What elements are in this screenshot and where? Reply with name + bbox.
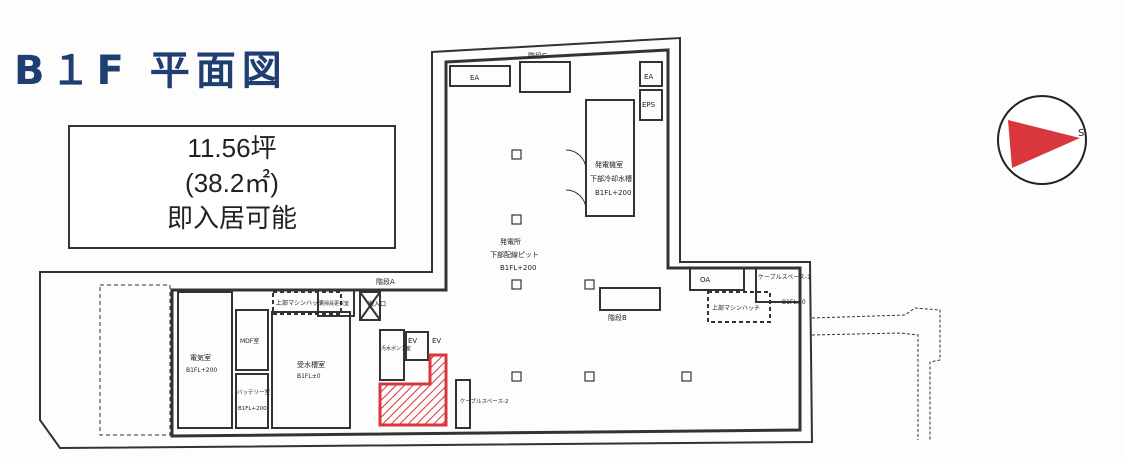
label-ea-2: EA — [644, 73, 653, 81]
leased-area-highlight — [378, 353, 448, 427]
label-pit: 発電所 — [500, 237, 521, 246]
label-ea-1: EA — [470, 74, 479, 82]
label-sewage: 汚水ポンプ室 — [381, 345, 411, 352]
label-oa: OA — [700, 276, 710, 284]
label-cable-1: ケーブルスペース-1 — [758, 273, 811, 281]
area-square-meters: (38.2㎡) — [185, 168, 279, 198]
label-water-fl: B1FL±0 — [297, 373, 321, 380]
label-cable-2: ケーブルスペース-2 — [460, 397, 509, 405]
hatch-right — [707, 291, 771, 323]
hatch-left — [272, 291, 342, 315]
cable-space-1 — [755, 267, 801, 303]
ea-room-2 — [639, 61, 663, 87]
eps-room — [639, 89, 663, 121]
label-gen-room: 発電機室 — [595, 160, 623, 169]
label-mdf: MDF室 — [240, 337, 259, 345]
label-pit-sub: 下部配線ピット — [490, 250, 539, 259]
label-gen-room-sub: 下部冷却水槽 — [590, 174, 632, 183]
battery-room — [235, 373, 269, 429]
page-title: B１F 平面図 — [14, 48, 288, 94]
cleaner-room — [317, 289, 355, 317]
label-battery: バッテリー室 — [237, 388, 271, 396]
label-cleaner: 清掃員更衣室 — [319, 300, 349, 307]
elevator-shaft — [359, 291, 381, 321]
area-info-box: 11.56坪 (38.2㎡) 即入居可能 — [68, 125, 396, 249]
label-elec-fl: B1FL+200 — [186, 367, 217, 374]
label-battery-fl: B1FL+200 — [238, 406, 267, 412]
stair-b-box — [599, 287, 661, 311]
label-b1fl-right: B1FL±0 — [782, 299, 806, 306]
label-stair-c: 階段C — [528, 51, 547, 60]
label-ev-1: EV — [408, 337, 417, 345]
label-hatch-right: 上部マシンハッチ — [712, 304, 760, 312]
label-hatch-left: 上部マシンハッチ — [276, 299, 324, 307]
label-water-room: 受水槽室 — [297, 360, 325, 369]
label-gen-room-fl: B1FL+200 — [595, 189, 631, 197]
building-outline — [39, 36, 814, 450]
label-eps: EPS — [642, 101, 656, 109]
cable-space-2 — [455, 379, 471, 429]
dashed-area — [99, 284, 171, 436]
water-room — [271, 311, 351, 429]
external-duct — [811, 307, 941, 440]
generator-room — [585, 99, 635, 217]
mdf-room — [235, 309, 269, 371]
label-pit-fl: B1FL+200 — [500, 264, 536, 272]
label-stair-a: 階段A — [376, 277, 395, 286]
sewage-room — [379, 329, 405, 381]
elec-room — [177, 291, 233, 429]
label-ev-2: EV — [432, 337, 441, 345]
area-tsubo: 11.56坪 — [187, 133, 277, 163]
label-elec-room: 電気室 — [190, 353, 211, 362]
ea-room-1 — [449, 65, 511, 87]
label-loading: 搬入口 — [368, 300, 386, 308]
ev-shaft — [405, 331, 429, 361]
availability-status: 即入居可能 — [166, 203, 297, 233]
oa-room — [689, 267, 745, 291]
compass-north-arrow: S — [997, 95, 1087, 185]
stair-c-box — [519, 61, 571, 93]
label-stair-b: 階段B — [608, 313, 627, 322]
svg-text:S: S — [1078, 128, 1084, 139]
